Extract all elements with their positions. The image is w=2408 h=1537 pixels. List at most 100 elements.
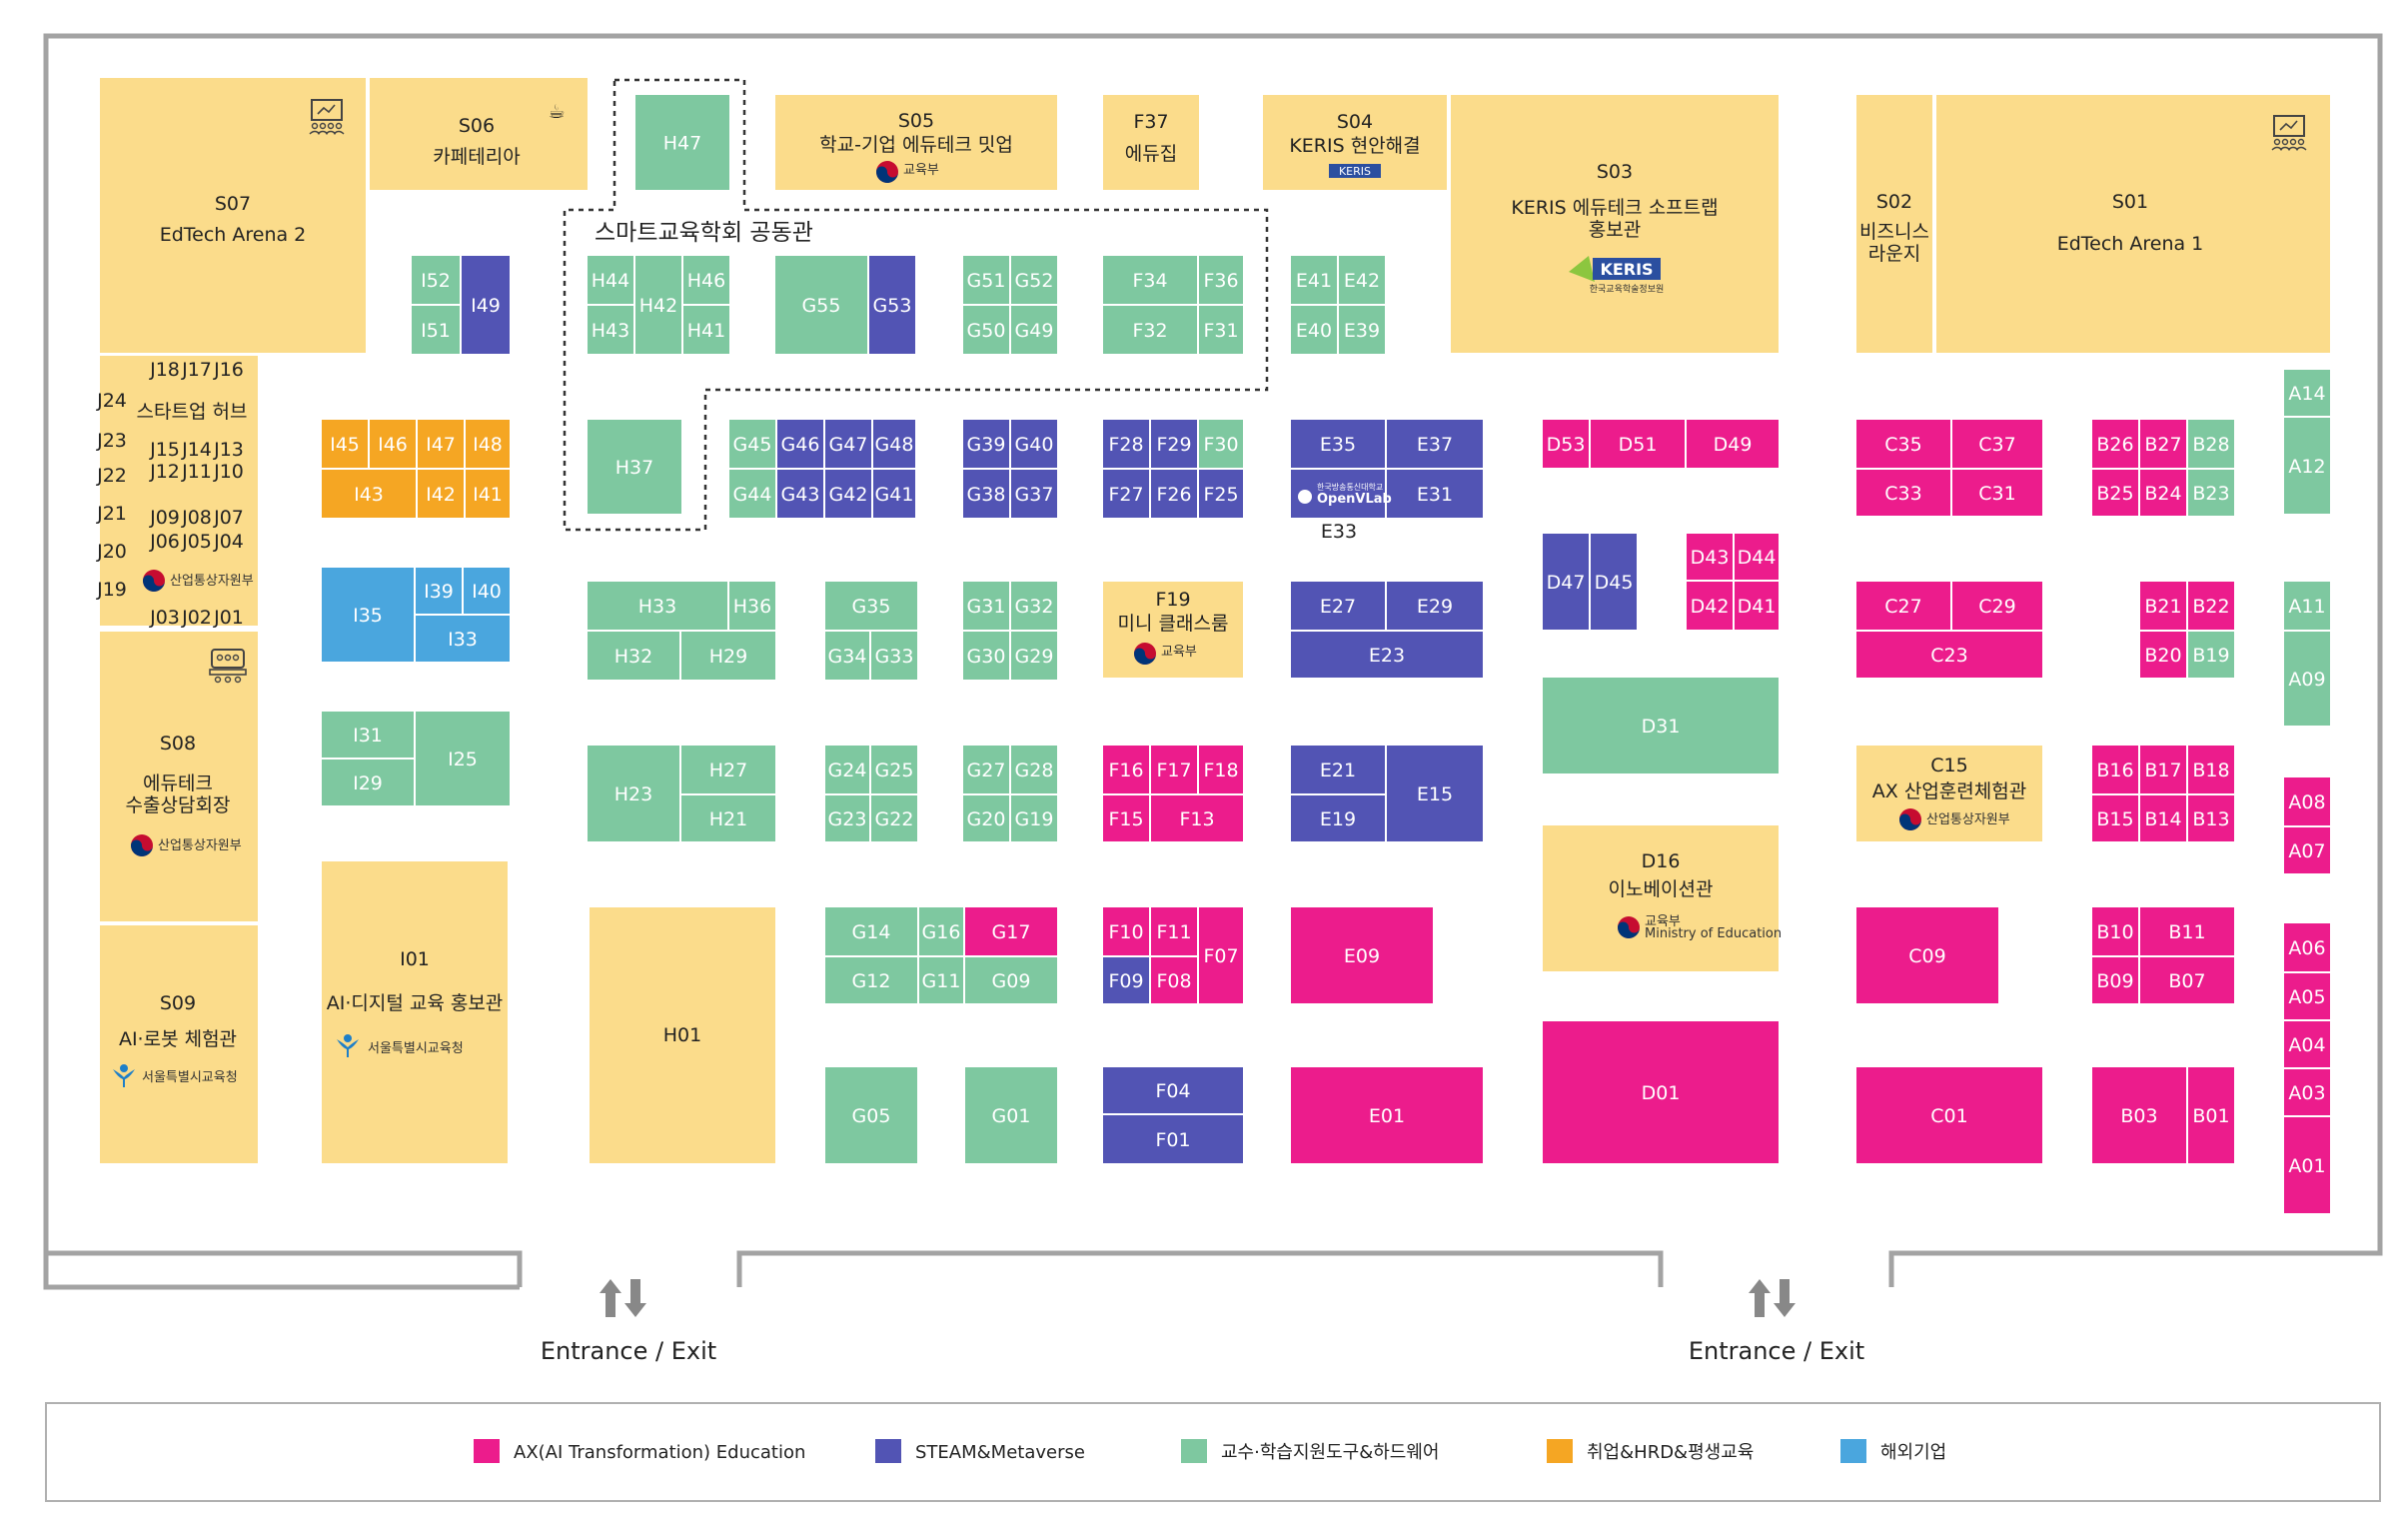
booth-B24[interactable] (2140, 470, 2186, 516)
booth-F31[interactable] (1199, 306, 1243, 354)
booth-I52[interactable] (412, 256, 460, 304)
booth-C29[interactable] (1952, 582, 2042, 630)
booth-H47[interactable] (635, 95, 729, 190)
booth-B16[interactable] (2092, 746, 2138, 793)
booth-G48[interactable] (873, 420, 915, 468)
booth-G45[interactable] (729, 420, 775, 468)
booth-H27[interactable] (681, 746, 775, 793)
booth-B14[interactable] (2140, 795, 2186, 841)
booth-G52[interactable] (1011, 256, 1057, 304)
booth-I39[interactable] (416, 568, 462, 614)
booth-C31[interactable] (1952, 470, 2042, 516)
booth-I33[interactable] (416, 616, 510, 662)
booth-H23[interactable] (588, 746, 679, 841)
booth-A06[interactable] (2284, 923, 2330, 971)
booth-B20[interactable] (2140, 632, 2186, 678)
booth-F37[interactable] (1103, 95, 1199, 190)
booth-G33[interactable] (871, 632, 917, 680)
booth-G37[interactable] (1011, 470, 1057, 518)
booth-B09[interactable] (2092, 957, 2138, 1003)
booth-H36[interactable] (729, 582, 775, 630)
booth-H43[interactable] (588, 306, 633, 354)
booth-F27[interactable] (1103, 470, 1149, 518)
booth-I43[interactable] (322, 470, 416, 518)
booth-B11[interactable] (2140, 907, 2234, 955)
booth-E35[interactable] (1291, 420, 1385, 468)
booth-I25[interactable] (416, 712, 510, 805)
booth-F30[interactable] (1199, 420, 1243, 468)
booth-E40[interactable] (1291, 306, 1337, 354)
booth-H01[interactable] (590, 907, 775, 1163)
booth-B15[interactable] (2092, 795, 2138, 841)
booth-I31[interactable] (322, 712, 414, 758)
booth-G53[interactable] (869, 256, 915, 354)
booth-C27[interactable] (1856, 582, 1950, 630)
booth-F34[interactable] (1103, 256, 1197, 304)
booth-G50[interactable] (963, 306, 1009, 354)
booth-D53[interactable] (1543, 420, 1589, 468)
booth-E41[interactable] (1291, 256, 1337, 304)
booth-H21[interactable] (681, 795, 775, 841)
booth-B22[interactable] (2188, 582, 2234, 630)
booth-B13[interactable] (2188, 795, 2234, 841)
booth-G38[interactable] (963, 470, 1009, 518)
booth-A14[interactable] (2284, 370, 2330, 416)
booth-F07[interactable] (1199, 907, 1243, 1003)
booth-G40[interactable] (1011, 420, 1057, 468)
booth-G35[interactable] (825, 582, 917, 630)
booth-B19[interactable] (2188, 632, 2234, 678)
booth-F01[interactable] (1103, 1115, 1243, 1163)
booth-S06[interactable] (370, 78, 588, 190)
booth-D51[interactable] (1591, 420, 1685, 468)
booth-D16[interactable] (1543, 825, 1779, 971)
booth-E27[interactable] (1291, 582, 1385, 630)
booth-D42[interactable] (1687, 582, 1733, 630)
booth-C15[interactable] (1856, 746, 2042, 841)
booth-E37[interactable] (1387, 420, 1483, 468)
booth-I47[interactable] (418, 420, 464, 468)
booth-G47[interactable] (825, 420, 871, 468)
booth-A07[interactable] (2284, 827, 2330, 873)
booth-D49[interactable] (1687, 420, 1779, 468)
booth-C23[interactable] (1856, 632, 2042, 678)
booth-I45[interactable] (322, 420, 368, 468)
booth-E15[interactable] (1387, 746, 1483, 841)
booth-G05[interactable] (825, 1067, 917, 1163)
booth-C35[interactable] (1856, 420, 1950, 468)
booth-G55[interactable] (775, 256, 867, 354)
booth-B28[interactable] (2188, 420, 2234, 468)
booth-E42[interactable] (1339, 256, 1385, 304)
booth-H37[interactable] (588, 420, 681, 514)
entrance-right[interactable]: Entrance / Exit (1689, 1279, 1864, 1365)
booth-I41[interactable] (466, 470, 510, 518)
booth-F04[interactable] (1103, 1067, 1243, 1113)
booth-E21[interactable] (1291, 746, 1385, 793)
booth-A01[interactable] (2284, 1117, 2330, 1213)
booth-E01[interactable] (1291, 1067, 1483, 1163)
booth-G24[interactable] (825, 746, 869, 793)
booth-G17[interactable] (965, 907, 1057, 955)
booth-F36[interactable] (1199, 256, 1243, 304)
booth-I51[interactable] (412, 306, 460, 354)
booth-G41[interactable] (873, 470, 915, 518)
booth-I35[interactable] (322, 568, 414, 662)
booth-H46[interactable] (683, 256, 729, 304)
booth-D41[interactable] (1735, 582, 1779, 630)
booth-B25[interactable] (2092, 470, 2138, 516)
booth-B18[interactable] (2188, 746, 2234, 793)
booth-D01[interactable] (1543, 1021, 1779, 1163)
booth-A12[interactable] (2284, 418, 2330, 514)
booth-F26[interactable] (1151, 470, 1197, 518)
booth-D47[interactable] (1543, 534, 1589, 630)
booth-I48[interactable] (466, 420, 510, 468)
booth-F08[interactable] (1151, 957, 1197, 1003)
booth-G19[interactable] (1011, 795, 1057, 841)
booth-A08[interactable] (2284, 777, 2330, 825)
booth-S02[interactable] (1856, 95, 1932, 353)
booth-B17[interactable] (2140, 746, 2186, 793)
booth-G32[interactable] (1011, 582, 1057, 630)
booth-F18[interactable] (1199, 746, 1243, 793)
booth-I46[interactable] (370, 420, 416, 468)
booth-E29[interactable] (1387, 582, 1483, 630)
booth-G34[interactable] (825, 632, 869, 680)
